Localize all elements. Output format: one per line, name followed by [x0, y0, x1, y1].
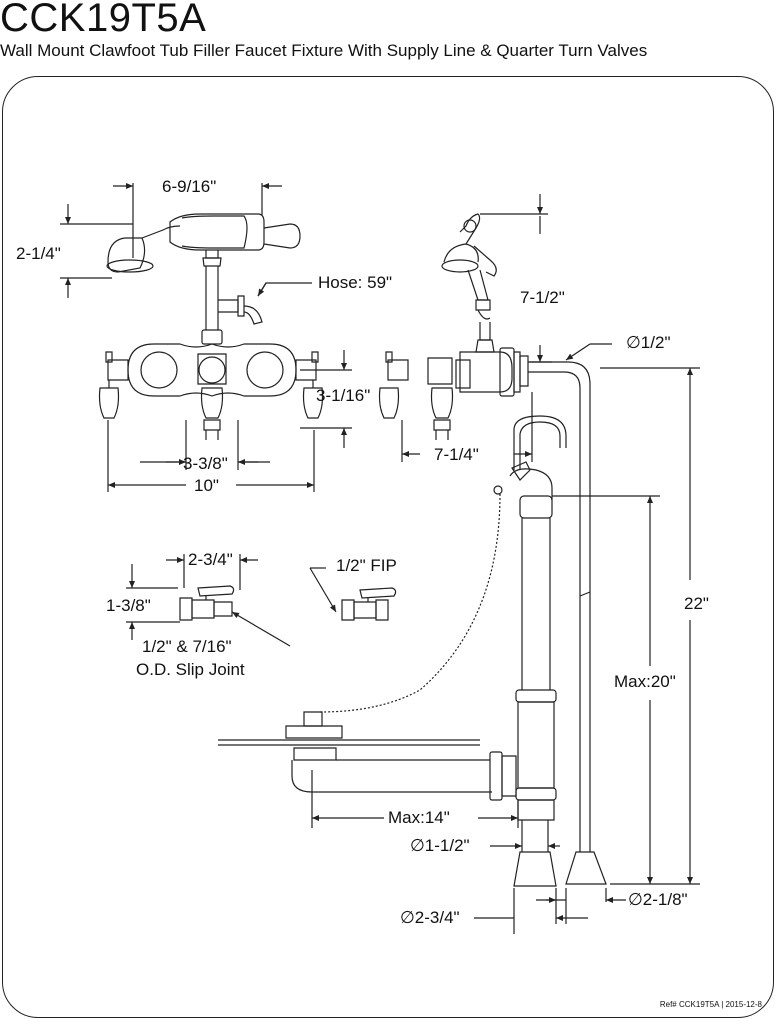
dim-valve-width: 2-3/4" [188, 550, 233, 569]
product-description: Wall Mount Clawfoot Tub Filler Faucet Fi… [0, 41, 648, 60]
dim-drain-diameter: ∅1-1/2" [410, 836, 470, 855]
dim-handshower-height: 2-1/4" [16, 244, 61, 263]
dim-valve-height: 1-3/8" [106, 596, 151, 615]
model-title: CCK19T5A [0, 0, 207, 40]
dim-overall-width: 10" [194, 476, 219, 495]
valve-detail [126, 554, 396, 646]
drawing-frame [2, 76, 774, 1018]
dim-foot-diameter: ∅2-1/8" [628, 890, 688, 909]
dim-drain-foot-diameter: ∅2-3/4" [400, 908, 460, 927]
dim-slip-joint-size: 1/2" & 7/16" [142, 637, 232, 656]
dim-slip-joint-type: O.D. Slip Joint [136, 660, 245, 679]
dim-spout-depth: 7-1/2" [520, 288, 565, 307]
dim-side-depth: 7-1/4" [434, 445, 479, 464]
reference-note: Ref# CCK19T5A | 2015-12-8 [659, 1000, 762, 1009]
dim-max-supply-height: Max:20" [614, 672, 676, 691]
faucet-front-view [60, 183, 352, 492]
dim-center-spacing: 3-3/8" [183, 454, 228, 473]
dim-faucet-width-top: 6-9/16" [162, 177, 217, 196]
dim-handle-drop: 3-1/16" [316, 386, 371, 405]
dim-valve-fip: 1/2" FIP [336, 556, 397, 575]
dim-overall-height: 22" [684, 594, 709, 613]
dim-hose-length: Hose: 59" [318, 273, 393, 292]
supply-drain-assembly [218, 362, 700, 934]
dim-max-drain-reach: Max:14" [388, 808, 450, 827]
faucet-side-view [380, 194, 613, 462]
dim-supply-diameter: ∅1/2" [626, 333, 671, 352]
